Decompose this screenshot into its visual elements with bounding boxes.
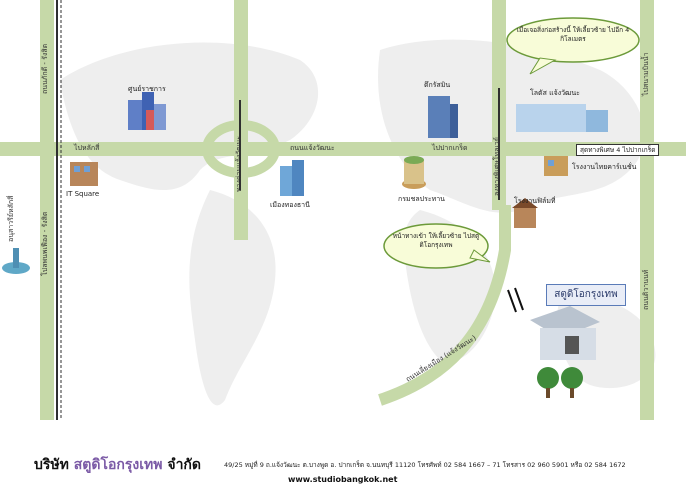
company-prefix: บริษัท [34,457,69,473]
place-label-it-square: IT Square [66,190,100,198]
carrefour-building-icon [516,104,608,132]
road-label-crossing: ถนนแจ้งวัฒนะ [290,144,335,152]
place-label-central: ศูนย์ราชการ [128,85,166,93]
it-square-building-icon [70,162,98,186]
tree-icons [537,367,583,398]
main-horizontal-road [0,142,686,156]
muang-thong-building-icon [280,160,304,196]
far-right-vertical-road [640,0,654,420]
company-address: 49/25 หมู่ที่ 9 ถ.แจ้งวัฒนะ ต.บางพูด อ. … [224,461,626,469]
left-vertical-road [40,0,54,420]
studio-destination-label: สตูดิโอกรุงเทพ [546,284,626,306]
place-label-tower: ตึกรัสมิน [424,81,451,89]
road-label-far-right-top: ไปสนามบินน้ำ [642,52,650,96]
company-name-accent: สตูดิโอกรุงเทพ [73,457,163,473]
website-link[interactable]: www.studiobangkok.net [288,475,398,484]
callout-bubble-middle [383,223,491,269]
curved-bypass-road [378,205,511,406]
footer: บริษัท สตูดิโอกรุงเทพ จำกัด 49/25 หมู่ที… [0,448,686,488]
road-label-center-vertical: ทางด่วนแจ้งวัฒนะ [235,135,243,192]
place-label-carrefour: โลตัส แจ้งวัฒนะ [530,89,580,97]
roads [0,0,686,420]
callout-bubble-top-right [506,17,640,75]
direction-arrows [507,287,524,313]
central-building-icon [128,92,166,130]
irrigation-building-icon [402,156,426,189]
road-label-top-left: ถนนภักดี - รังสิต [41,43,49,94]
callout-text-middle: หน้าทางเข้า ให้เลี้ยวซ้าย ไปสตูดิโอกรุงเ… [392,232,480,249]
place-label-factory: โรงงานไทยคาร์เนชั่น [572,163,637,171]
cross-road-box-label: สุดทางพิเศษ 4 ไปปากเกร็ด [576,144,660,156]
company-name: บริษัท สตูดิโอกรุงเทพ จำกัด [34,454,201,476]
road-label-left-horizontal: ไปหลักสี่ [74,144,100,152]
company-suffix: จำกัด [167,457,201,473]
place-label-muang-thong: เมืองทองธานี [270,201,310,209]
right-branch-road [506,146,640,152]
place-label-irrigation: กรมชลประทาน [398,195,445,203]
factory-building-icon [544,156,568,176]
road-label-left-vertical: โปลพนพเฟือง - รังสิต [41,211,49,276]
monument-icon [2,248,30,274]
school-building-icon [512,198,538,228]
tower-building-icon [428,96,458,138]
place-label-school: โรงงานฟิล์มที่ [514,197,556,205]
studio-building-icon [530,306,600,360]
callout-text-top-right: เมื่อเจอสิ่งก่อสร้างนี้ ให้เลี้ยวซ้าย ไป… [516,26,630,43]
place-label-monument: อนุสาวรีย์หลักสี่ [7,195,15,242]
road-label-right-center: ลงทางพิเศษโทลเวย์ [493,137,501,196]
road-label-right-horizontal: ไปปากเกร็ด [432,144,468,152]
road-label-far-right-bottom: ถนนติวานนท์ [642,269,650,310]
